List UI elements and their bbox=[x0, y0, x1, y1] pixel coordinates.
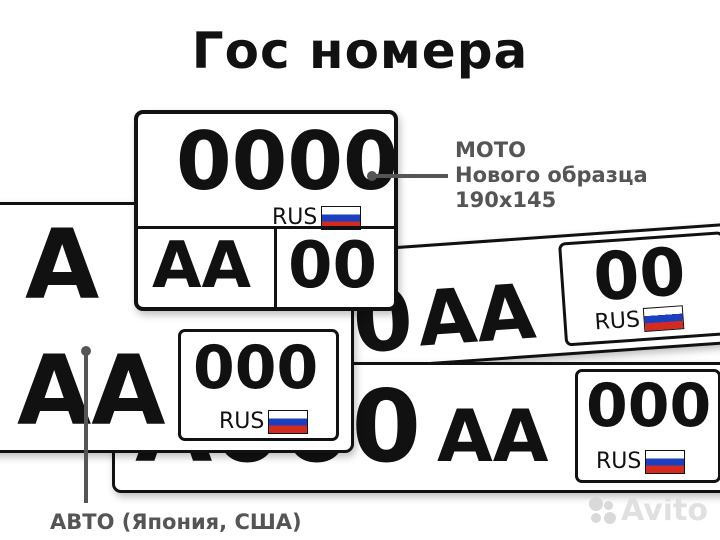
plate-right-lower-letters: АА bbox=[437, 394, 549, 478]
avito-logo-icon bbox=[589, 496, 617, 525]
plate-right-lower-rus: RUS bbox=[596, 449, 686, 474]
plate-auto-digits: 000 bbox=[193, 333, 319, 403]
rus-text: RUS bbox=[219, 409, 265, 434]
plate-moto-divider-v bbox=[274, 226, 277, 307]
avito-watermark-text: Avito bbox=[621, 493, 708, 528]
auto-label: АВТО (Япония, США) bbox=[50, 510, 302, 534]
plate-right-upper-region: 00 bbox=[590, 233, 688, 317]
plate-moto: 0000 RUS АА 00 bbox=[134, 110, 398, 311]
page-title: Гос номера bbox=[191, 22, 529, 80]
russian-flag-icon bbox=[268, 410, 309, 434]
plate-auto-digits-box: 000 RUS bbox=[178, 329, 339, 441]
plate-moto-bottom-right: 00 bbox=[288, 229, 378, 303]
russian-flag-icon bbox=[643, 305, 685, 332]
russian-flag-icon bbox=[645, 450, 686, 474]
plate-moto-divider-h bbox=[138, 226, 394, 229]
plate-right-lower-region-box: 000 RUS bbox=[575, 369, 720, 483]
rus-text: RUS bbox=[593, 307, 641, 336]
plate-auto-bottom-left: АА bbox=[17, 335, 166, 447]
rus-text: RUS bbox=[272, 205, 318, 230]
plate-moto-top: 0000 bbox=[176, 115, 398, 208]
moto-pointer-line bbox=[372, 174, 448, 178]
plate-right-upper-rus: RUS bbox=[594, 305, 685, 335]
auto-pointer-line bbox=[84, 351, 88, 503]
moto-label-line1: МОТО bbox=[455, 138, 526, 162]
moto-label-line2: Нового образца bbox=[455, 163, 648, 188]
plate-auto-rus: RUS bbox=[219, 409, 309, 434]
plate-auto-top-left: А bbox=[25, 209, 100, 321]
plate-right-upper-region-box: 00 RUS bbox=[558, 231, 720, 347]
moto-label: МОТО Нового образца 190х145 bbox=[455, 138, 648, 214]
avito-watermark: Avito bbox=[589, 493, 708, 528]
plate-right-upper-letters: АА bbox=[414, 266, 539, 364]
plate-right-lower-region: 000 bbox=[586, 371, 712, 441]
moto-label-line3: 190х145 bbox=[455, 188, 557, 213]
rus-text: RUS bbox=[596, 449, 642, 474]
plate-moto-bottom-left: АА bbox=[152, 229, 252, 303]
